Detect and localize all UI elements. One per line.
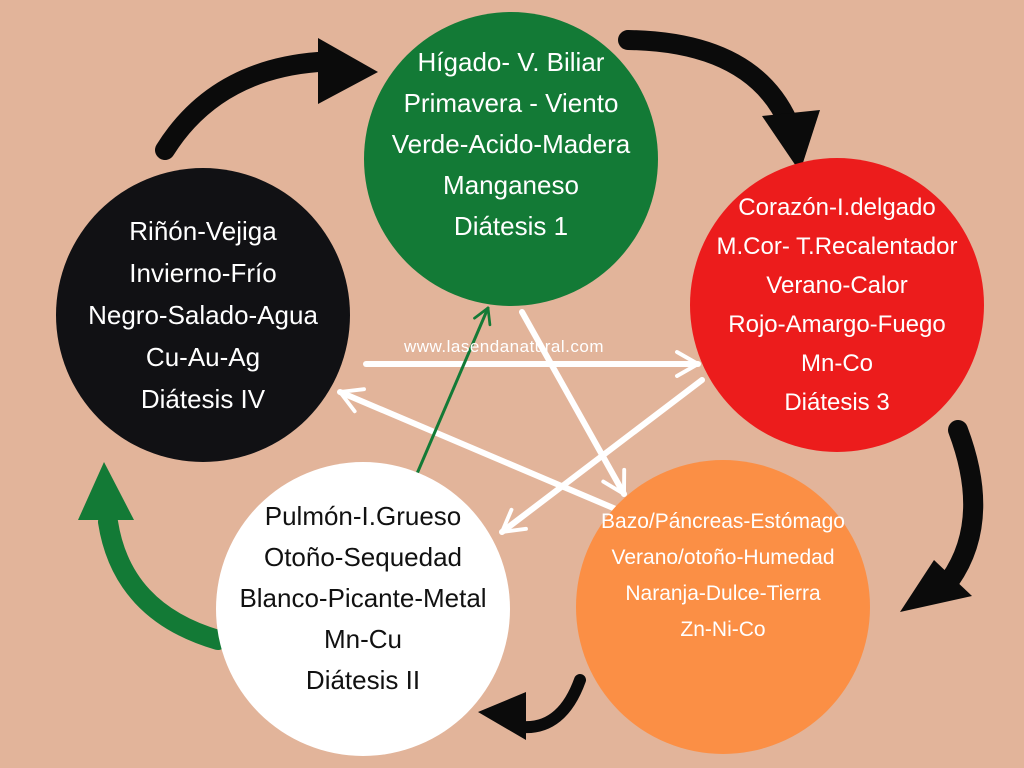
control-arrow-metal-to-wood — [414, 306, 492, 478]
element-water-text-line: Diátesis IV — [140, 384, 266, 414]
control-arrow-earth-to-water — [337, 387, 621, 513]
generation-arrow-wood-to-fire — [618, 30, 820, 172]
element-wood-text-line: Primavera - Viento — [403, 87, 619, 118]
element-water-text-line: Negro-Salado-Agua — [88, 300, 318, 330]
element-fire-text-line: Mn-Co — [800, 350, 873, 377]
element-earth-text-line: Naranja-Dulce-Tierra — [625, 582, 821, 605]
element-wood-text-line: Manganeso — [443, 169, 579, 200]
element-water-text-line: Invierno-Frío — [129, 258, 277, 288]
element-fire-text-line: Diátesis 3 — [784, 389, 890, 416]
element-fire-text-line: Corazón-I.delgado — [738, 194, 936, 221]
element-wood-text-line: Diátesis 1 — [453, 210, 569, 241]
element-metal-text-line: Mn-Cu — [323, 623, 402, 654]
element-earth-text-line: Zn-Ni-Co — [680, 618, 766, 641]
element-water-text-line: Riñón-Vejiga — [129, 216, 277, 246]
generation-arrow-fire-to-earth — [900, 420, 984, 612]
element-wood-text-line: Hígado- V. Biliar — [417, 46, 605, 77]
generation-arrow-metal-to-water — [78, 462, 228, 650]
element-fire-text-line: M.Cor- T.Recalentador — [716, 233, 958, 260]
element-metal-text-line: Otoño-Sequedad — [263, 541, 463, 572]
website-watermark: www.lasendanatural.com — [404, 337, 604, 356]
element-water-text-line: Cu-Au-Ag — [145, 342, 261, 372]
element-earth-text-line: Bazo/Páncreas-Estómago — [601, 510, 845, 533]
element-metal-text-line: Pulmón-I.Grueso — [264, 500, 462, 531]
element-metal-text-line: Diátesis II — [305, 664, 421, 695]
generation-arrow-earth-to-metal — [478, 674, 586, 740]
control-arrow-wood-to-earth — [519, 309, 627, 497]
generation-arrow-water-to-wood — [155, 38, 378, 160]
element-metal-text-line: Blanco-Picante-Metal — [239, 582, 487, 613]
element-fire-text-line: Verano-Calor — [766, 272, 908, 299]
element-wood-text-line: Verde-Acido-Madera — [391, 128, 631, 159]
element-earth-text-line: Verano/otoño-Humedad — [611, 546, 835, 569]
element-fire-text-line: Rojo-Amargo-Fuego — [728, 311, 946, 338]
